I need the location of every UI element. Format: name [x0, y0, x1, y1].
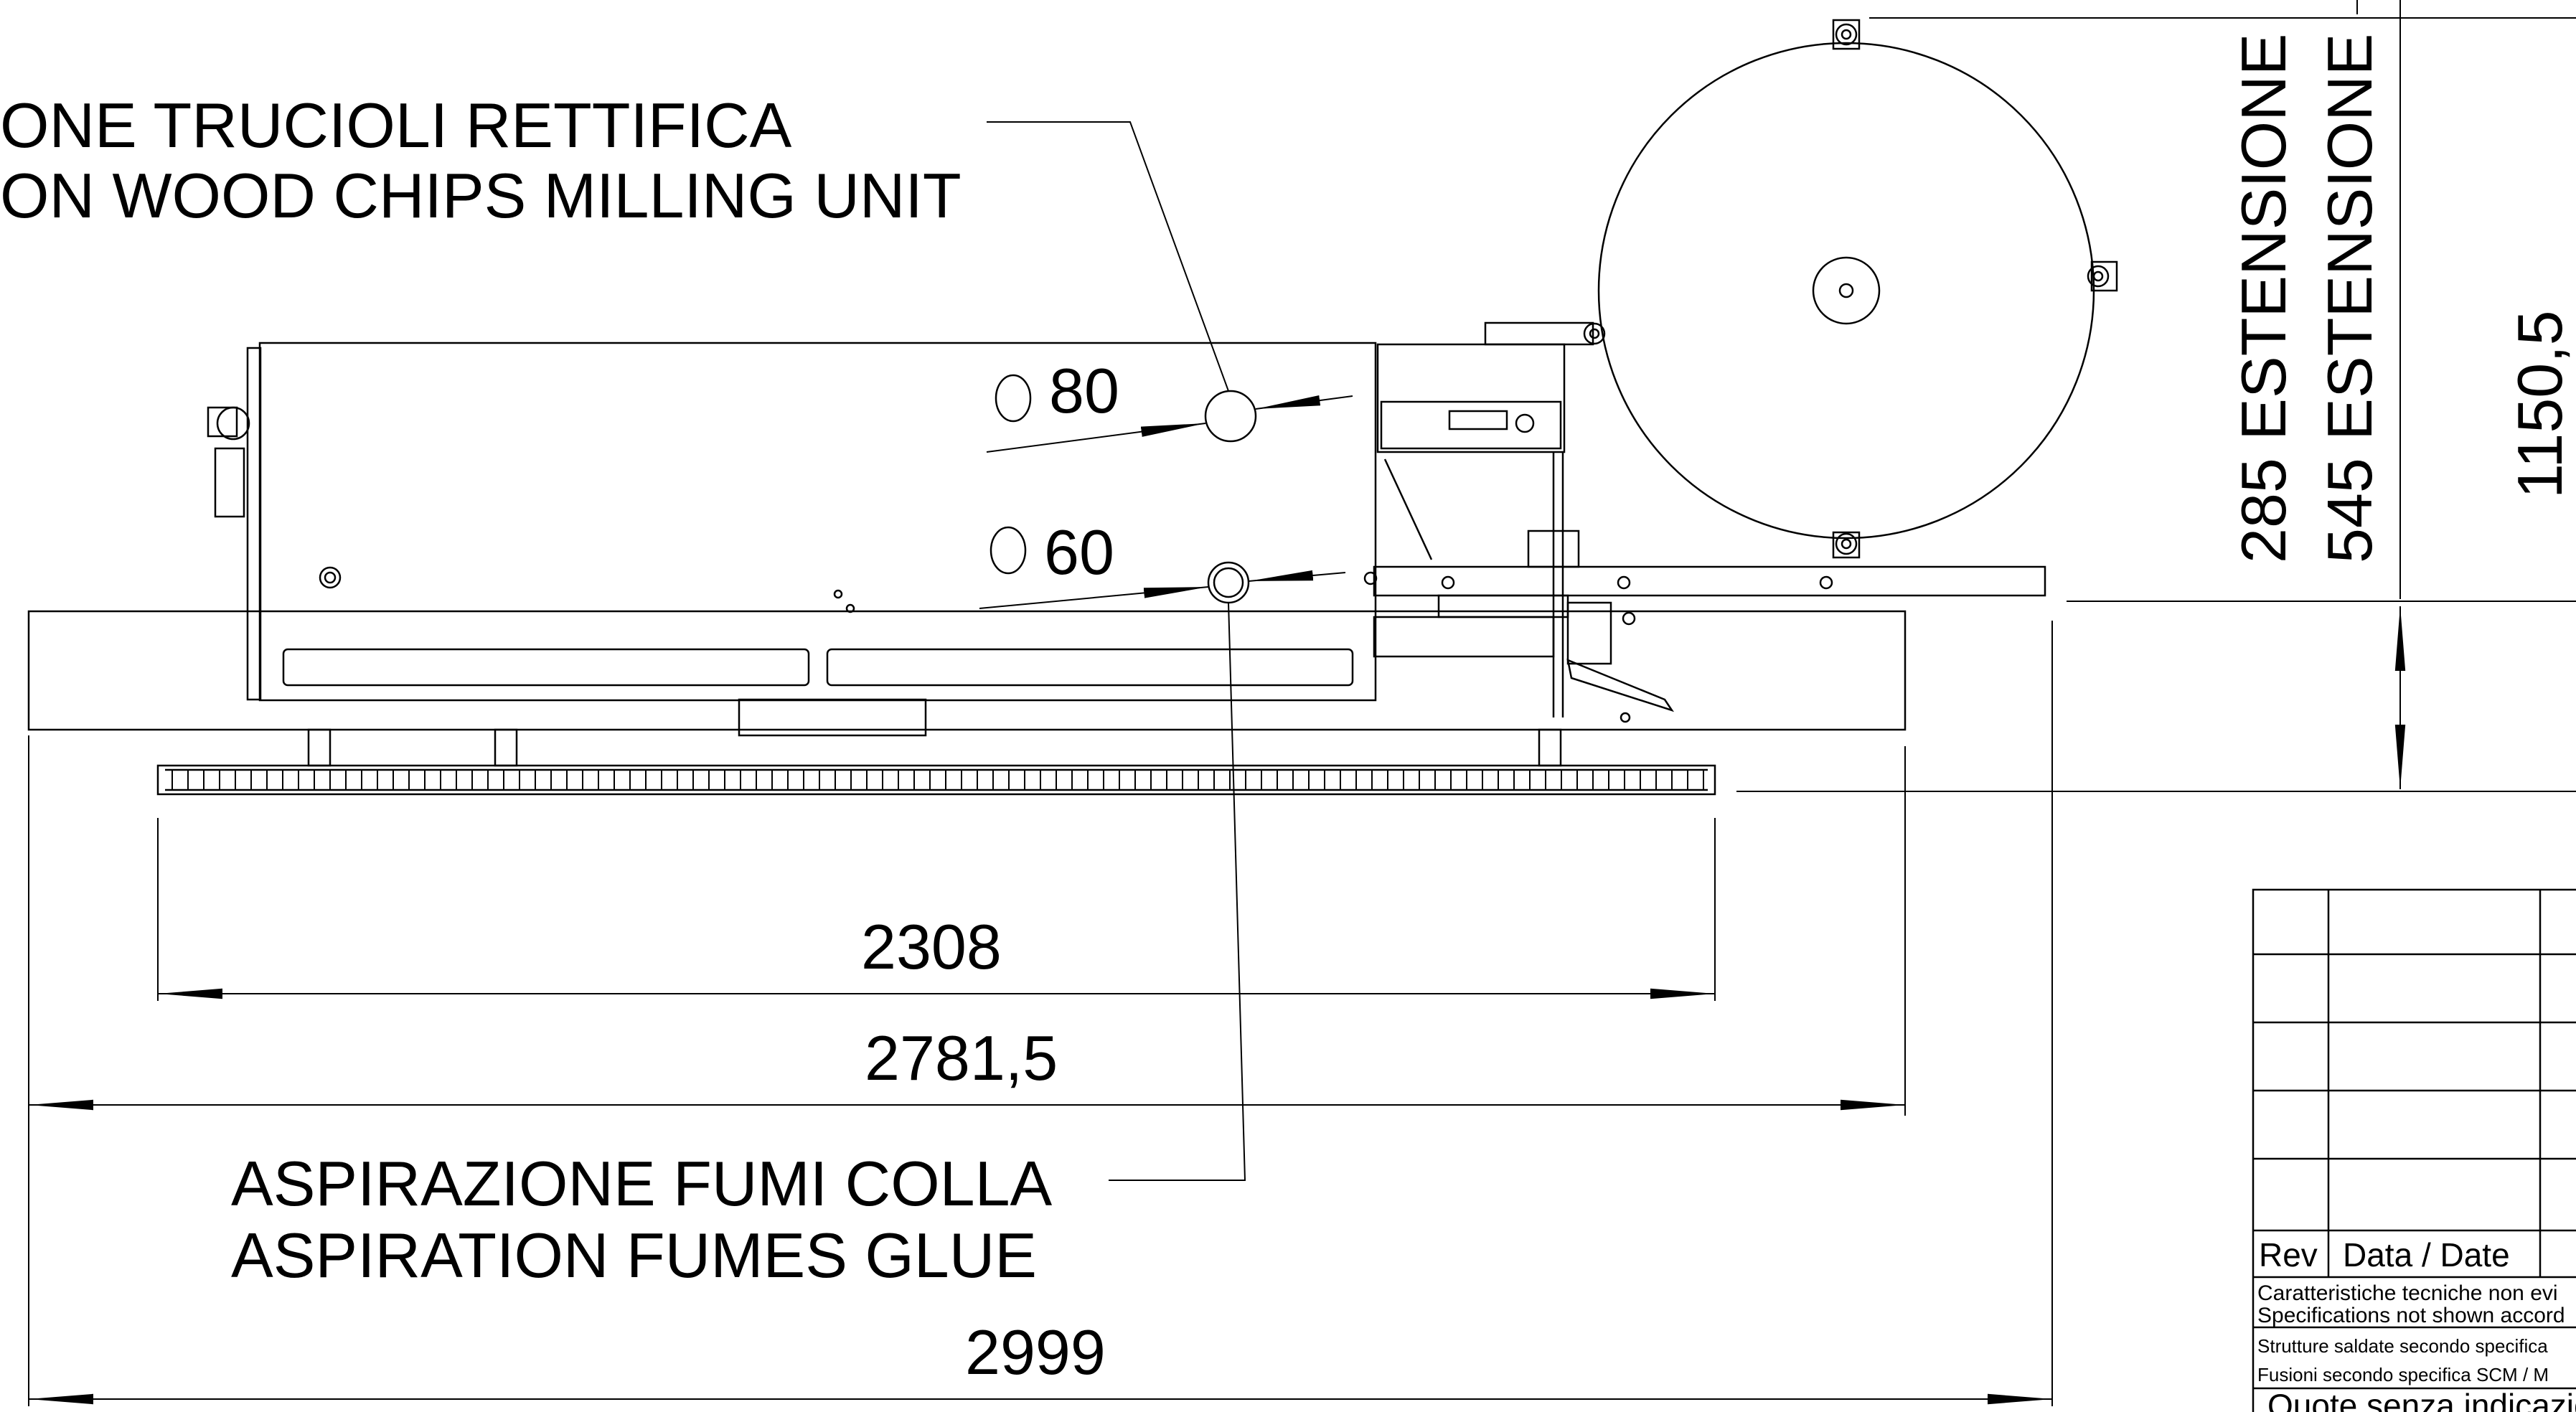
tb-note2: Specifications not shown accord [2257, 1304, 2565, 1327]
extension-285: 285 ESTENSIONE [2228, 33, 2299, 563]
control-panel [1376, 343, 1566, 453]
top-label-line2: ON WOOD CHIPS MILLING UNIT [0, 160, 962, 231]
diameter-60: 60 [1044, 517, 1114, 588]
dim-2781-5: 2781,5 [865, 1022, 1058, 1093]
dim-2308: 2308 [861, 911, 1002, 982]
dim-2999: 2999 [965, 1317, 1106, 1388]
base-frame [27, 610, 1907, 731]
tb-note4: Fusioni secondo specifica SCM / M [2257, 1364, 2549, 1385]
tb-rev: Rev [2259, 1236, 2318, 1274]
top-label-line1: ONE TRUCIOLI RETTIFICA [0, 90, 792, 161]
tb-note5: Quote senza indicazio [2267, 1387, 2576, 1412]
extension-545: 545 ESTENSIONE [2314, 33, 2385, 563]
dim-1150-5: 1150,5 [2504, 310, 2575, 499]
reel [1597, 42, 2095, 540]
conveyor-rail [156, 764, 1716, 796]
tb-note3: Strutture saldate secondo specifica [2257, 1335, 2548, 1357]
diameter-80: 80 [1049, 355, 1119, 426]
bottom-label-line2: ASPIRATION FUMES GLUE [231, 1220, 1037, 1291]
title-block [2252, 888, 2576, 1412]
bottom-label-line1: ASPIRAZIONE FUMI COLLA [231, 1148, 1053, 1219]
tb-date: Data / Date [2343, 1236, 2510, 1274]
rail-ticks [171, 770, 1704, 790]
main-housing [258, 342, 1377, 702]
pipe-80 [1204, 390, 1257, 443]
tb-note1: Caratteristiche tecniche non evi [2257, 1281, 2558, 1305]
